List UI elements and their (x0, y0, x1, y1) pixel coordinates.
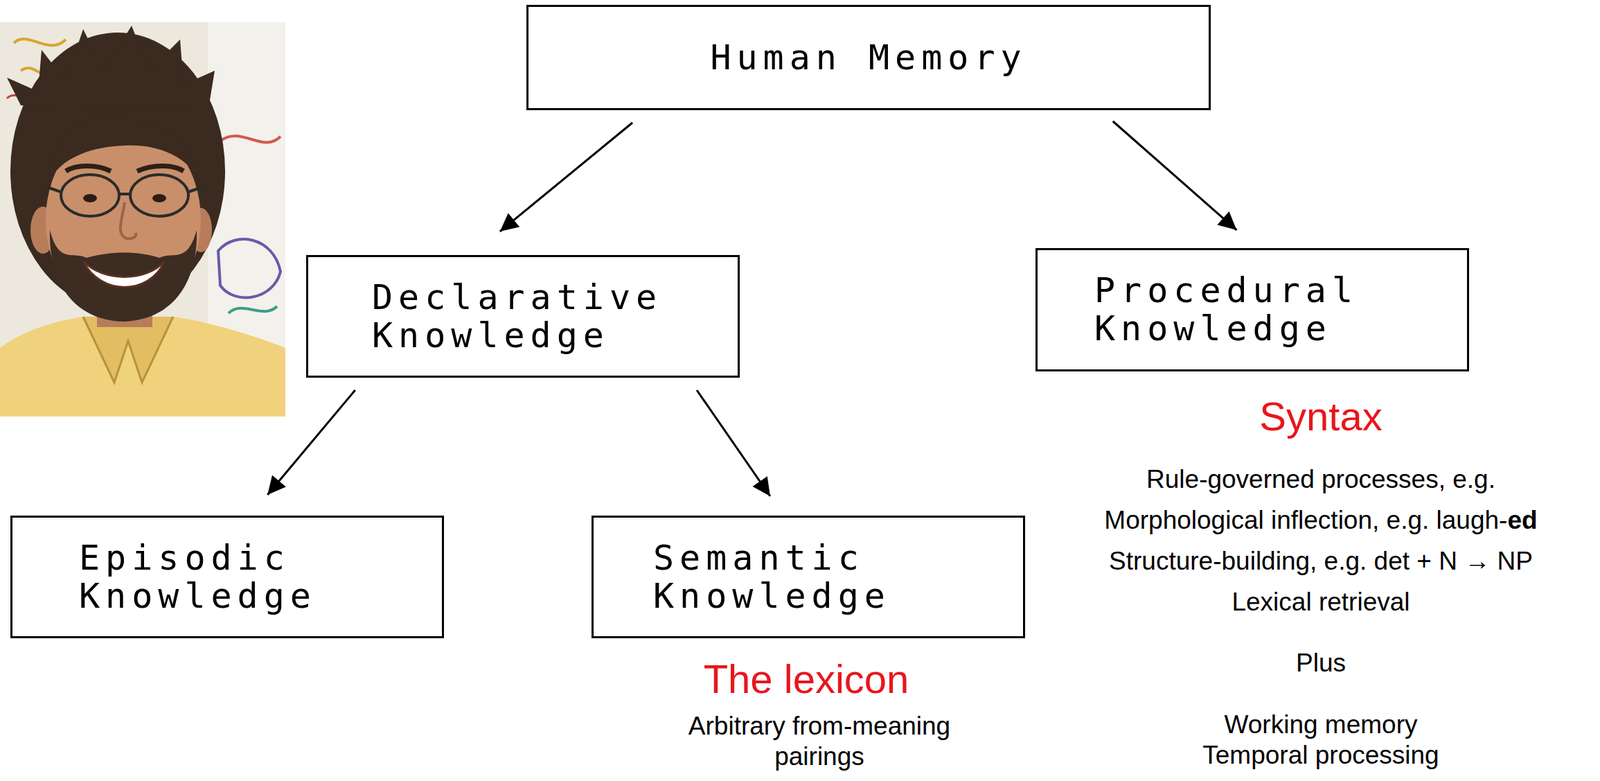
annotation-text: Structure-building, e.g. det + N → NP (1108, 545, 1533, 577)
eye (83, 193, 97, 203)
annotation-text: Lexical retrieval (1231, 586, 1410, 618)
hair-tufts (6, 25, 215, 113)
eye (152, 193, 167, 203)
hierarchy-arrow (1113, 121, 1238, 230)
nose (120, 202, 137, 239)
glasses-lens (60, 174, 120, 217)
hierarchy-arrow (696, 389, 771, 496)
memory-box: Episodic Knowledge (10, 515, 444, 638)
memory-box: Procedural Knowledge (1035, 247, 1470, 372)
hierarchy-arrow (500, 122, 633, 232)
box-label: Episodic Knowledge (78, 538, 426, 616)
annotation-text: Arbitrary from-meaning pairings (656, 710, 983, 773)
smile (83, 261, 165, 288)
child-drawing (221, 135, 281, 142)
glasses-frame (47, 187, 203, 194)
portrait-photo (0, 22, 286, 417)
box-label: Procedural Knowledge (1094, 271, 1451, 348)
beard (49, 229, 197, 322)
annotation-part: Morphological inflection, e.g. laugh- (1104, 505, 1508, 535)
inflection-suffix: ed (1507, 505, 1537, 535)
box-label: Declarative Knowledge (371, 278, 722, 355)
hierarchy-arrow (267, 389, 356, 495)
box-label: Human Memory (709, 38, 1027, 77)
annotation-text: Rule-governed processes, e.g. (1146, 464, 1496, 495)
child-drawing (218, 238, 281, 298)
memory-box: Semantic Knowledge (591, 515, 1026, 638)
annotation-text: Working memory (1224, 709, 1418, 740)
box-label: Semantic Knowledge (653, 538, 1007, 616)
annotation-text: Morphological inflection, e.g. laugh-ed (1104, 504, 1537, 536)
photo-background (0, 22, 286, 417)
eyebrows (65, 166, 184, 172)
glasses-lens (130, 174, 189, 217)
annotation-text: Temporal processing (1202, 739, 1439, 771)
memory-box: Human Memory (526, 4, 1211, 111)
shirt (0, 316, 286, 417)
hair-fringe (48, 117, 200, 182)
annotation-text: Plus (1295, 647, 1346, 679)
section-heading: Syntax (1259, 392, 1382, 441)
section-heading: The lexicon (703, 654, 910, 704)
memory-box: Declarative Knowledge (306, 254, 740, 378)
child-drawing (228, 306, 278, 314)
